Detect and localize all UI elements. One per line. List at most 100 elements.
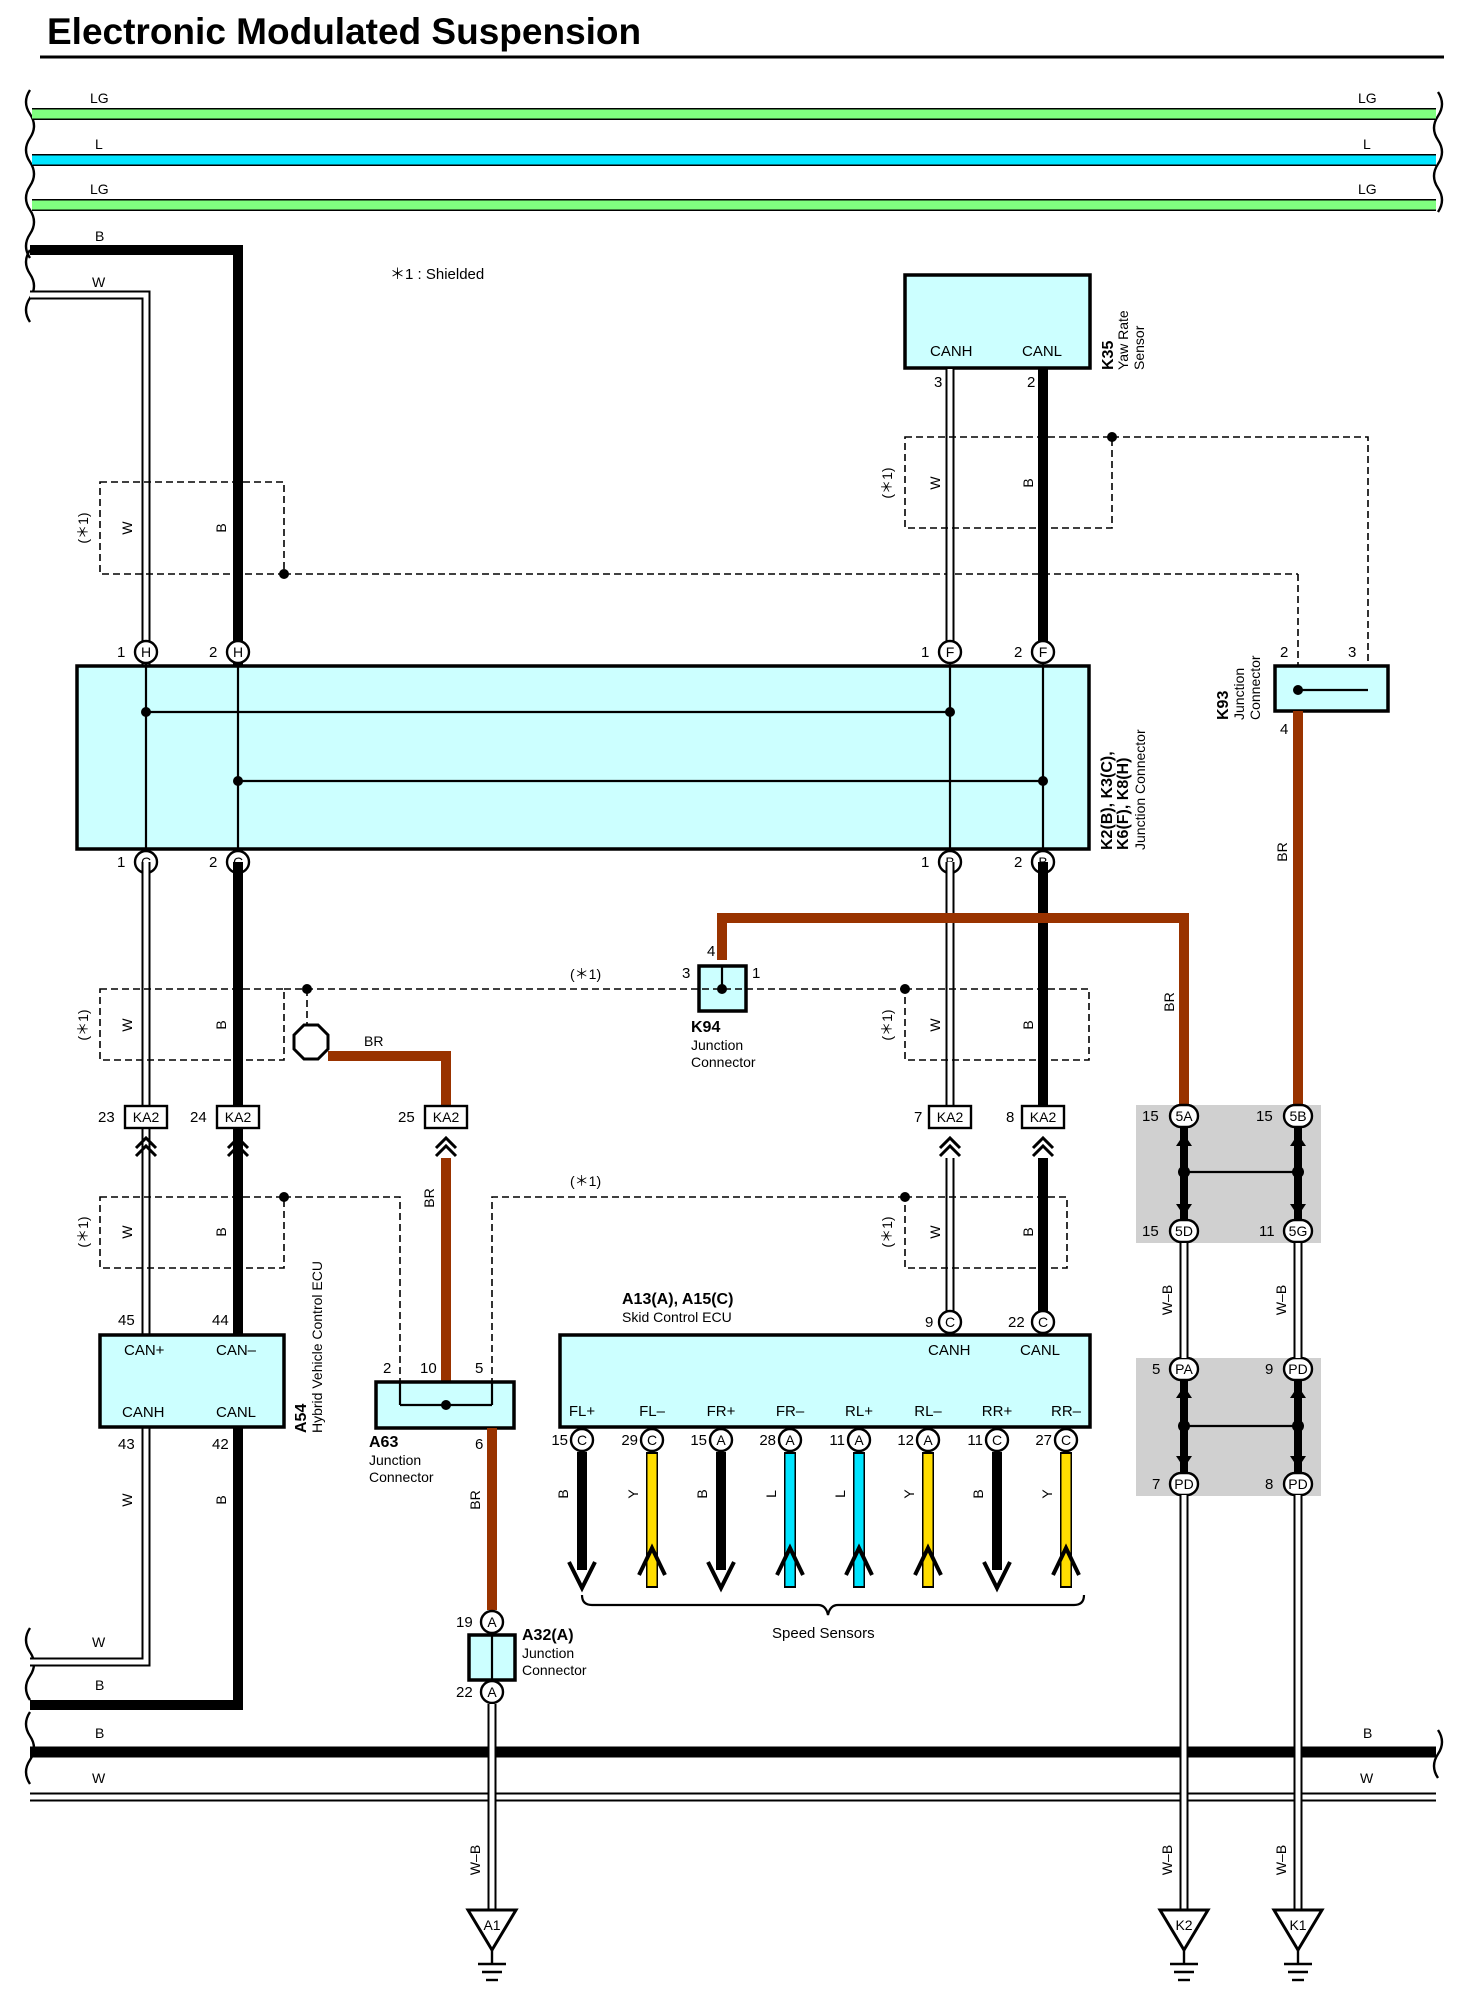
- sensor-pin-letter-5: A: [923, 1432, 933, 1448]
- svg-text:2: 2: [209, 644, 217, 661]
- svg-text:B: B: [1020, 1020, 1036, 1029]
- sensor-arrow-0: [567, 1561, 597, 1593]
- pin-h1: [133, 639, 159, 665]
- svg-text:Connector: Connector: [522, 1662, 587, 1678]
- svg-text:A1: A1: [483, 1917, 500, 1933]
- svg-text:CAN+: CAN+: [124, 1342, 165, 1359]
- svg-text:8: 8: [1265, 1476, 1273, 1493]
- ground-k2-icon: K2: [1157, 1908, 1211, 1982]
- svg-text:2: 2: [1280, 644, 1288, 661]
- shield-lower-left: [99, 1196, 285, 1269]
- svg-text:7: 7: [914, 1109, 922, 1126]
- k93-junction-connector: [1273, 664, 1390, 713]
- k35-yaw-rate-sensor: [903, 273, 1092, 370]
- a54-id: A54: [293, 1404, 310, 1433]
- skid-control-ecu: [558, 1333, 1092, 1429]
- svg-text:4: 4: [1280, 721, 1288, 738]
- ka2-connectors: KA2 23 KA2 24 KA2 25 KA2 7 KA2 8: [98, 1104, 1066, 1130]
- left-w-return-label: W: [92, 1634, 106, 1650]
- svg-text:CANH: CANH: [928, 1342, 971, 1359]
- svg-text:15: 15: [1256, 1108, 1273, 1125]
- sensor-pin-letter-2: A: [716, 1432, 726, 1448]
- right-block-arrows: [1176, 1134, 1306, 1468]
- main-junction-name: Junction Connector: [1132, 729, 1148, 850]
- bus-l-label-left: L: [95, 136, 103, 152]
- svg-text:Connector: Connector: [369, 1469, 434, 1485]
- shield-k35: [904, 436, 1113, 529]
- svg-text:7: 7: [1152, 1476, 1160, 1493]
- b-wire-left-loop: [30, 245, 243, 1710]
- svg-text:10: 10: [420, 1360, 437, 1377]
- svg-text:KA2: KA2: [1030, 1109, 1057, 1125]
- sensor-pin-5: [915, 1427, 941, 1453]
- sensor-arrow-6: [982, 1561, 1012, 1593]
- svg-text:Hybrid Vehicle Control ECU: Hybrid Vehicle Control ECU: [309, 1261, 325, 1433]
- pin-f2: [1030, 639, 1056, 665]
- svg-text:Connector: Connector: [1247, 655, 1263, 720]
- sensor-label-6: RR+: [982, 1403, 1013, 1420]
- sensor-pin-number-2: 15: [690, 1432, 707, 1449]
- left-b-feed-label: B: [95, 228, 104, 244]
- svg-text:(＊1): (＊1): [879, 1216, 895, 1247]
- svg-text:CAN–: CAN–: [216, 1342, 257, 1359]
- svg-text:(＊1): (＊1): [879, 1009, 895, 1040]
- sensor-pin-4: [846, 1427, 872, 1453]
- svg-text:CANL: CANL: [1020, 1342, 1060, 1359]
- svg-text:C: C: [1038, 1314, 1048, 1330]
- bus-lg-second: LG LG: [32, 181, 1436, 211]
- svg-text:PD: PD: [1288, 1476, 1307, 1492]
- svg-text:5D: 5D: [1175, 1223, 1193, 1239]
- svg-text:W–B: W–B: [1159, 1285, 1175, 1315]
- svg-text:Junction: Junction: [691, 1037, 743, 1053]
- sensor-pin-letter-6: C: [992, 1432, 1002, 1448]
- shield-middle-label: (＊1): [570, 966, 601, 982]
- main-junction-bottom-pins: C 1 C 2 B 1 B 2: [117, 849, 1056, 875]
- k35-name-1: Yaw Rate: [1115, 310, 1131, 370]
- svg-text:Junction: Junction: [522, 1645, 574, 1661]
- main-junction-id-2: K6(F), K8(H): [1115, 758, 1132, 850]
- sensor-pin-letter-1: C: [647, 1432, 657, 1448]
- bus-l-label-right: L: [1363, 136, 1371, 152]
- svg-text:KA2: KA2: [433, 1109, 460, 1125]
- sensor-pin-number-6: 11: [967, 1432, 983, 1449]
- svg-text:42: 42: [212, 1436, 229, 1453]
- shield-top-left: [99, 481, 285, 575]
- svg-text:W: W: [119, 1225, 135, 1239]
- svg-text:CANH: CANH: [122, 1404, 165, 1421]
- svg-text:PD: PD: [1174, 1476, 1193, 1492]
- svg-text:Junction: Junction: [369, 1452, 421, 1468]
- right-break-marks: [1432, 91, 1444, 1779]
- svg-text:5: 5: [1152, 1361, 1160, 1378]
- bus-lg-label-right: LG: [1358, 90, 1377, 106]
- svg-text:F: F: [1039, 644, 1048, 660]
- svg-text:BR: BR: [467, 1490, 483, 1509]
- k35-canh: CANH: [930, 343, 973, 360]
- sensor-arrow-3: [775, 1543, 805, 1576]
- svg-text:B: B: [1363, 1725, 1372, 1741]
- shield-k35-label: (＊1): [879, 467, 895, 498]
- left-break-marks: [24, 89, 36, 1785]
- ground-a1-icon: A1: [465, 1908, 519, 1982]
- svg-text:11: 11: [1259, 1223, 1275, 1240]
- svg-text:C: C: [945, 1314, 955, 1330]
- sensor-label-1: FL–: [639, 1403, 666, 1420]
- svg-text:W–B: W–B: [1159, 1845, 1175, 1875]
- wire-b-label: B: [213, 523, 229, 532]
- svg-text:1: 1: [117, 854, 125, 871]
- svg-text:W: W: [927, 1225, 943, 1239]
- a32-id: A32(A): [522, 1627, 574, 1644]
- svg-text:BR: BR: [364, 1033, 383, 1049]
- svg-text:K2: K2: [1175, 1917, 1192, 1933]
- svg-text:25: 25: [398, 1109, 415, 1126]
- shield-lower-right: [904, 1196, 1068, 1269]
- shield-splice-octagon: [292, 1023, 330, 1061]
- skid-ecu-id: A13(A), A15(C): [622, 1291, 733, 1308]
- bus-lg2-label-left: LG: [90, 181, 109, 197]
- sensor-label-4: RL+: [845, 1403, 873, 1420]
- bus-w-bottom: W W: [30, 1770, 1436, 1802]
- svg-text:1: 1: [921, 854, 929, 871]
- shield-br-wire: [328, 1051, 451, 1118]
- left-w-feed-label: W: [92, 274, 106, 290]
- svg-text:B: B: [213, 1227, 229, 1236]
